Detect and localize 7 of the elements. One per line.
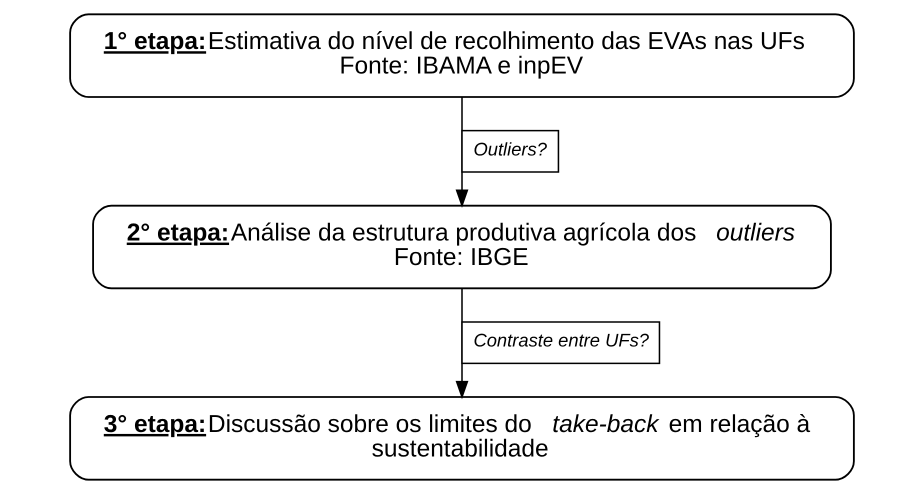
arrow bbox=[456, 97, 468, 208]
node-box: 3° etapa:Discussão sobre os limites do take-back em relação à sustentabilidade bbox=[69, 396, 855, 481]
edge-label: Outliers? bbox=[473, 138, 547, 160]
node-box: 2° etapa:Análise da estrutura produtiva agrícola dos outliers Fonte: IBGE bbox=[92, 204, 832, 290]
node-box: 1° etapa:Estimativa do nível de recolhimento das EVAs nas UFs Fonte: IBAMA e inpEV bbox=[69, 13, 855, 98]
edge-label: Contraste entre UFs? bbox=[473, 330, 649, 351]
arrow bbox=[456, 288, 468, 400]
